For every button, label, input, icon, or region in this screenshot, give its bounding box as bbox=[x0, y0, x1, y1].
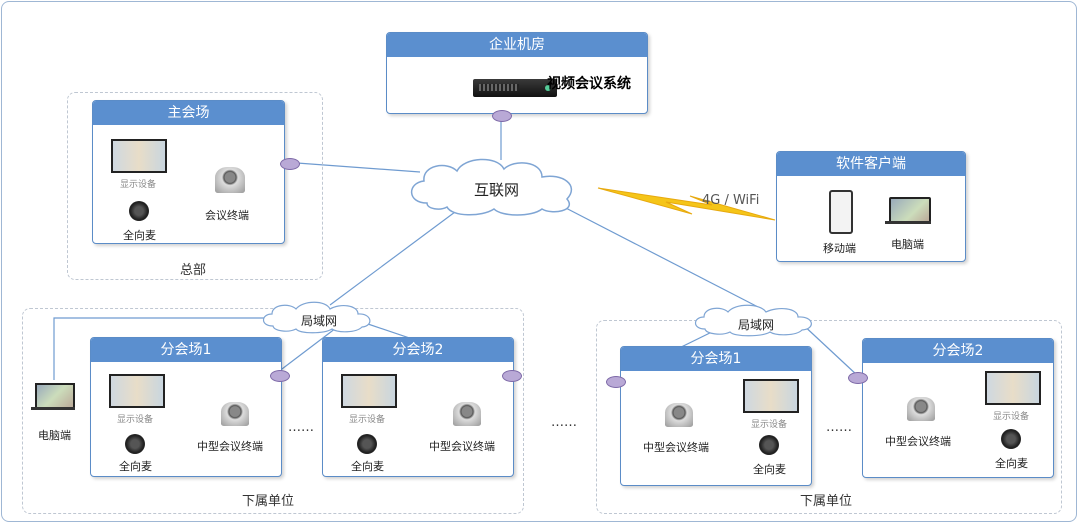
right-v1-terminal-label: 中型会议终端 bbox=[643, 441, 709, 454]
laptop-base bbox=[885, 221, 931, 224]
left-venue1-header: 分会场1 bbox=[91, 338, 281, 362]
internet-cloud-icon bbox=[410, 158, 573, 216]
enterprise-room-box: 企业机房 视频会议系统 bbox=[386, 32, 648, 114]
left-venue2-header: 分会场2 bbox=[323, 338, 513, 362]
laptop-icon bbox=[889, 197, 931, 223]
right-ellipsis: …… bbox=[826, 420, 852, 435]
server-icon bbox=[473, 79, 557, 97]
display-icon bbox=[985, 371, 1041, 405]
hq-group-label: 总部 bbox=[180, 263, 207, 278]
left-venue1-box: 分会场1 显示设备 中型会议终端 全向麦 bbox=[90, 337, 282, 477]
smartphone-icon bbox=[829, 190, 853, 234]
link-internet-lan-right bbox=[559, 204, 761, 309]
left-ellipsis: …… bbox=[288, 420, 314, 435]
microphone-icon bbox=[1001, 429, 1021, 449]
middle-ellipsis: …… bbox=[551, 415, 577, 430]
enterprise-room-header: 企业机房 bbox=[387, 33, 647, 57]
microphone-icon bbox=[759, 435, 779, 455]
router-icon-right-v1 bbox=[606, 376, 626, 388]
left-v2-mic-label: 全向麦 bbox=[351, 460, 384, 473]
internet-label: 互联网 bbox=[474, 181, 520, 199]
microphone-icon bbox=[125, 434, 145, 454]
left-venue2-box: 分会场2 显示设备 中型会议终端 全向麦 bbox=[322, 337, 514, 477]
router-icon-hq bbox=[280, 158, 300, 170]
link-internet-lan-left bbox=[329, 211, 456, 306]
pc-client-label: 电脑端 bbox=[891, 238, 924, 251]
right-v2-display-label: 显示设备 bbox=[993, 412, 1030, 422]
link-left-lan-pc bbox=[53, 317, 268, 380]
right-lan-label: 局域网 bbox=[738, 318, 775, 332]
left-unit-label: 下属单位 bbox=[242, 494, 295, 509]
router-icon-enterprise bbox=[492, 110, 512, 122]
microphone-icon bbox=[129, 201, 149, 221]
left-v2-terminal-label: 中型会议终端 bbox=[429, 440, 495, 453]
left-unit-group bbox=[22, 308, 524, 514]
display-icon bbox=[743, 379, 799, 413]
laptop-icon bbox=[35, 383, 75, 409]
left-lan-label: 局域网 bbox=[301, 314, 338, 328]
right-venue1-box: 分会场1 显示设备 中型会议终端 全向麦 bbox=[620, 346, 812, 486]
hq-display-label: 显示设备 bbox=[120, 180, 157, 190]
right-venue2-header: 分会场2 bbox=[863, 339, 1053, 363]
display-icon bbox=[109, 374, 165, 408]
video-conference-system-label: 视频会议系统 bbox=[547, 76, 631, 92]
right-venue2-box: 分会场2 显示设备 中型会议终端 全向麦 bbox=[862, 338, 1054, 478]
mobile-label: 移动端 bbox=[823, 242, 856, 255]
camera-icon bbox=[907, 397, 935, 421]
link-hq-internet bbox=[296, 162, 421, 173]
display-icon bbox=[341, 374, 397, 408]
camera-icon bbox=[665, 403, 693, 427]
lightning-icon bbox=[597, 187, 776, 221]
router-icon-left-v2 bbox=[502, 370, 522, 382]
wireless-label: 4G / WiFi bbox=[702, 193, 760, 208]
link-right-lan-v2 bbox=[799, 321, 859, 377]
right-lan-cloud-icon bbox=[694, 304, 812, 337]
left-lan-cloud-icon bbox=[262, 301, 371, 334]
main-venue-header: 主会场 bbox=[93, 101, 284, 125]
software-client-box: 软件客户端 移动端 电脑端 bbox=[776, 151, 966, 262]
right-v1-mic-label: 全向麦 bbox=[753, 463, 786, 476]
microphone-icon bbox=[357, 434, 377, 454]
right-venue1-header: 分会场1 bbox=[621, 347, 811, 371]
right-v1-display-label: 显示设备 bbox=[751, 420, 788, 430]
left-v1-mic-label: 全向麦 bbox=[119, 460, 152, 473]
left-v2-display-label: 显示设备 bbox=[349, 415, 386, 425]
camera-icon bbox=[453, 402, 481, 426]
right-unit-label: 下属单位 bbox=[800, 494, 853, 509]
camera-icon bbox=[215, 167, 245, 193]
right-unit-group bbox=[596, 320, 1062, 514]
router-icon-right-v2 bbox=[848, 372, 868, 384]
hq-terminal-label: 会议终端 bbox=[205, 209, 249, 222]
right-v2-mic-label: 全向麦 bbox=[995, 457, 1028, 470]
camera-icon bbox=[221, 402, 249, 426]
main-venue-box: 主会场 显示设备 会议终端 全向麦 bbox=[92, 100, 285, 244]
laptop-base bbox=[31, 407, 75, 410]
left-v1-terminal-label: 中型会议终端 bbox=[197, 440, 263, 453]
hq-mic-label: 全向麦 bbox=[123, 229, 156, 242]
link-left-lan-v1 bbox=[277, 324, 341, 373]
display-icon bbox=[111, 139, 167, 173]
hq-group bbox=[67, 92, 323, 280]
right-v2-terminal-label: 中型会议终端 bbox=[885, 435, 951, 448]
left-pc-label: 电脑端 bbox=[38, 429, 71, 442]
software-client-header: 软件客户端 bbox=[777, 152, 965, 176]
router-icon-left-v1 bbox=[270, 370, 290, 382]
left-v1-display-label: 显示设备 bbox=[117, 415, 154, 425]
